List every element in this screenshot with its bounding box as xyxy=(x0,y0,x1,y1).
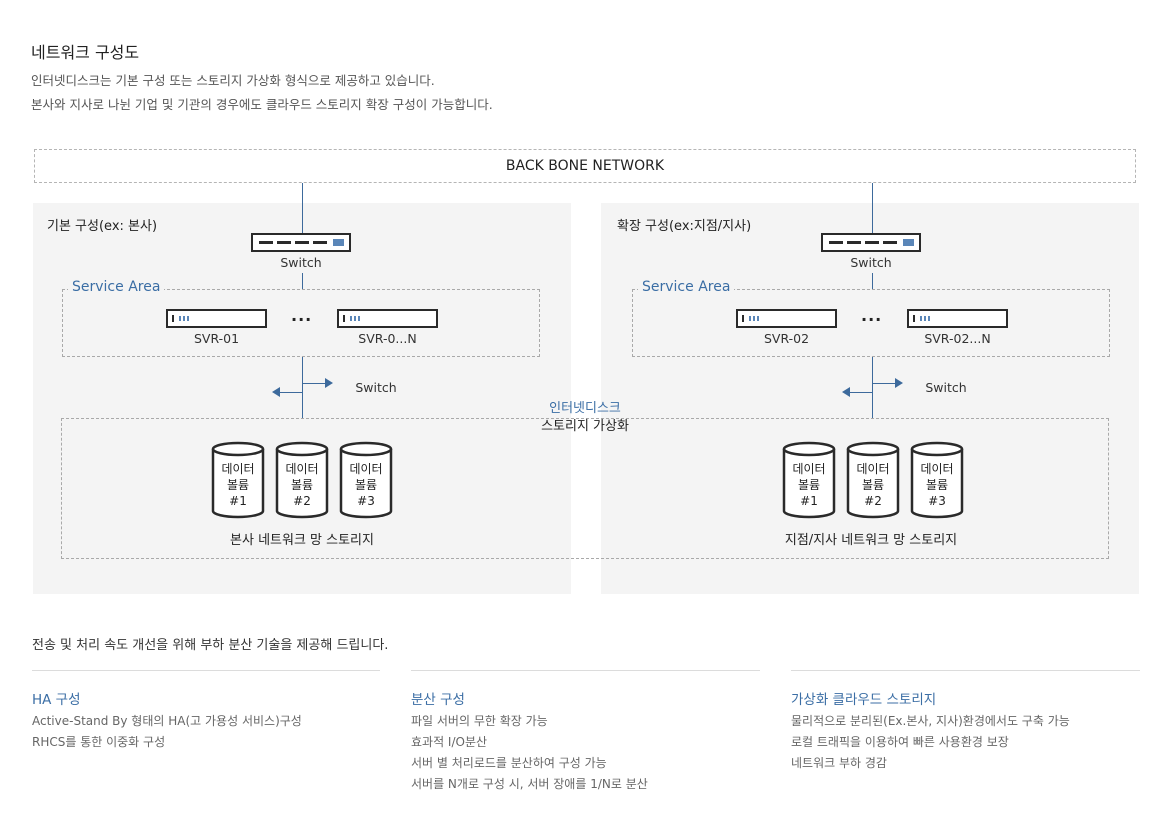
arrow-left-icon xyxy=(272,387,280,397)
column-divider xyxy=(32,670,380,671)
arrow-right-icon xyxy=(895,378,903,388)
storage-caption: 지점/지사 네트워크 망 스토리지 xyxy=(784,533,958,548)
service-area-title: Service Area xyxy=(638,279,735,295)
ellipsis-text: ... xyxy=(861,306,883,325)
feature-item: 서버 별 처리로드를 분산하여 구성 가능 xyxy=(411,756,607,770)
intro-line-1: 인터넷디스크는 기본 구성 또는 스토리지 가상화 형식으로 제공하고 있습니다… xyxy=(31,73,435,88)
feature-column-ha: HA 구성 Active-Stand By 형태의 HA(고 가용성 서비스)구… xyxy=(32,688,380,753)
site-extended-title: 확장 구성(ex:지점/지사) xyxy=(617,219,752,234)
virtualization-label: 인터넷디스크 스토리지 가상화 xyxy=(510,400,660,436)
virtualization-label-line1: 인터넷디스크 xyxy=(549,401,621,416)
feature-item: 효과적 I/O분산 xyxy=(411,735,488,749)
lower-switch-label: Switch xyxy=(355,380,397,395)
switch-icon xyxy=(251,233,351,252)
switch-icon xyxy=(821,233,921,252)
service-area-title: Service Area xyxy=(68,279,165,295)
server-label: SVR-01 xyxy=(193,331,240,346)
server-icon xyxy=(907,309,1008,328)
storage-caption: 본사 네트워크 망 스토리지 xyxy=(230,533,374,548)
switch-link-line xyxy=(872,273,873,289)
switch-label: Switch xyxy=(850,255,892,270)
feature-item: 파일 서버의 무한 확장 가능 xyxy=(411,714,548,728)
feature-column-virtual-cloud: 가상화 클라우드 스토리지 물리적으로 분리된(Ex.본사, 지사)환경에서도 … xyxy=(791,688,1140,774)
arrow-line xyxy=(850,392,872,393)
switch-label: Switch xyxy=(280,255,322,270)
server-label: SVR-0...N xyxy=(358,331,417,346)
page-title: 네트워크 구성도 xyxy=(31,43,140,62)
switch-link-line xyxy=(302,273,303,289)
server-label: SVR-02...N xyxy=(924,331,991,346)
feature-item: 물리적으로 분리된(Ex.본사, 지사)환경에서도 구축 가능 xyxy=(791,714,1070,728)
feature-column-title: 가상화 클라우드 스토리지 xyxy=(791,692,937,708)
arrow-left-icon xyxy=(842,387,850,397)
site-extended-panel xyxy=(601,203,1139,594)
backbone-link-line xyxy=(872,183,873,234)
storage-virtualization-area xyxy=(61,418,1109,559)
column-divider xyxy=(791,670,1140,671)
server-icon xyxy=(736,309,837,328)
feature-item: RHCS를 통한 이중화 구성 xyxy=(32,735,166,749)
feature-item: 로컬 트래픽을 이용하여 빠른 사용환경 보장 xyxy=(791,735,1009,749)
feature-column-distributed: 분산 구성 파일 서버의 무한 확장 가능 효과적 I/O분산 서버 별 처리로… xyxy=(411,688,760,795)
service-link-line xyxy=(872,357,873,418)
arrow-line xyxy=(872,383,896,384)
feature-column-title: 분산 구성 xyxy=(411,692,465,708)
backbone-link-line xyxy=(302,183,303,234)
server-label: SVR-02 xyxy=(763,331,810,346)
arrow-line xyxy=(302,383,326,384)
arrow-right-icon xyxy=(325,378,333,388)
lower-switch-label: Switch xyxy=(925,380,967,395)
server-icon xyxy=(166,309,267,328)
service-area xyxy=(62,289,540,357)
features-intro: 전송 및 처리 속도 개선을 위해 부하 분산 기술을 제공해 드립니다. xyxy=(32,638,389,653)
site-basic-title: 기본 구성(ex: 본사) xyxy=(47,219,158,234)
column-divider xyxy=(411,670,760,671)
virtualization-label-line2: 스토리지 가상화 xyxy=(541,419,629,434)
backbone-label: BACK BONE NETWORK xyxy=(505,158,665,174)
arrow-line xyxy=(280,392,302,393)
server-icon xyxy=(337,309,438,328)
feature-item: 네트워크 부하 경감 xyxy=(791,756,887,770)
ellipsis-text: ... xyxy=(291,306,313,325)
feature-column-title: HA 구성 xyxy=(32,692,81,708)
intro-line-2: 본사와 지사로 나뉜 기업 및 기관의 경우에도 클라우드 스토리지 확장 구성… xyxy=(31,97,493,112)
service-link-line xyxy=(302,357,303,418)
feature-item: 서버를 N개로 구성 시, 서버 장애를 1/N로 분산 xyxy=(411,777,648,791)
feature-item: Active-Stand By 형태의 HA(고 가용성 서비스)구성 xyxy=(32,714,302,728)
backbone-network: BACK BONE NETWORK xyxy=(34,149,1136,183)
service-area xyxy=(632,289,1110,357)
